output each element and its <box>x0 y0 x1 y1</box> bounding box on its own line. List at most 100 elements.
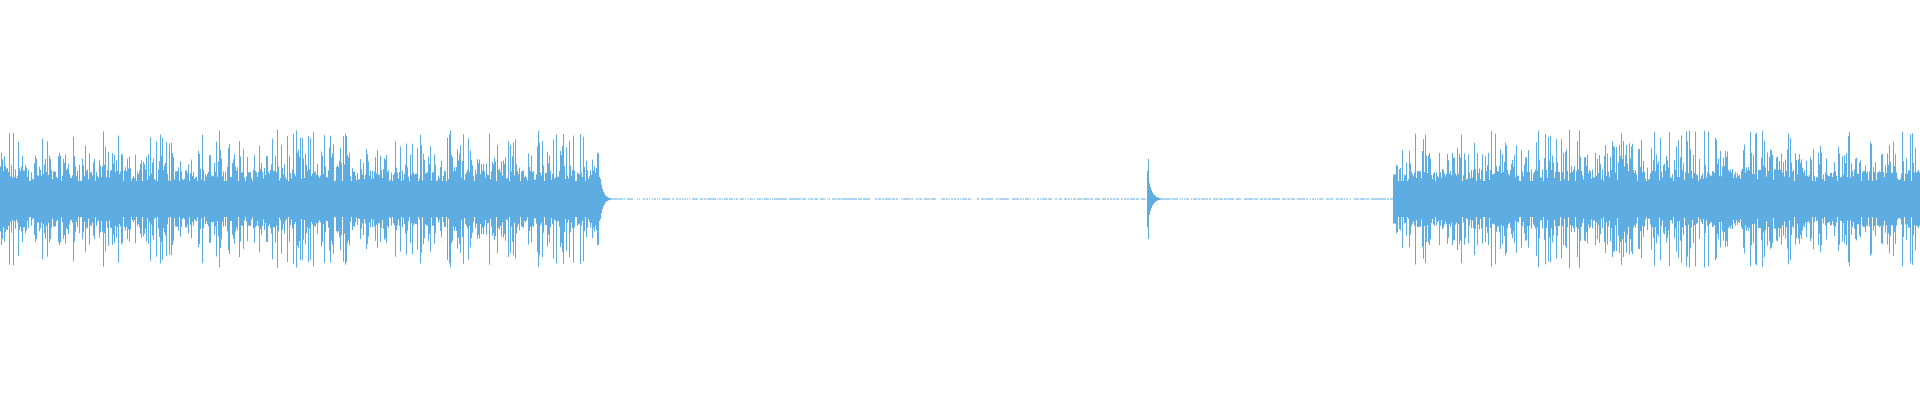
waveform-silence <box>1231 198 1232 200</box>
waveform-click <box>1166 198 1167 200</box>
waveform-silence <box>639 198 640 200</box>
waveform-silence <box>955 198 956 200</box>
waveform-silence <box>1347 198 1348 200</box>
waveform-silence <box>624 198 625 200</box>
waveform-silence <box>1340 198 1341 200</box>
waveform-silence <box>1206 198 1207 200</box>
waveform-decay <box>619 198 620 200</box>
waveform-silence <box>878 198 879 200</box>
waveform-silence <box>1188 198 1189 200</box>
waveform-silence <box>1096 198 1097 200</box>
waveform-silence <box>970 198 971 200</box>
waveform-silence <box>852 198 853 200</box>
waveform-click <box>1158 197 1159 201</box>
waveform-silence <box>808 198 809 200</box>
waveform-silence <box>1341 198 1342 200</box>
waveform-silence <box>928 198 929 200</box>
waveform-silence <box>1113 198 1114 200</box>
waveform-silence <box>627 198 628 200</box>
waveform-silence <box>1157 198 1158 200</box>
waveform-silence <box>687 198 688 200</box>
waveform-silence <box>997 198 998 200</box>
waveform-silence <box>1363 198 1364 200</box>
waveform-silence <box>1194 198 1195 200</box>
waveform-silence <box>1201 198 1202 200</box>
waveform-silence <box>1163 198 1164 200</box>
waveform-silence <box>1300 198 1301 200</box>
waveform-silence <box>1209 198 1210 200</box>
waveform-silence <box>1360 198 1361 200</box>
waveform-silence <box>820 198 821 200</box>
waveform-silence <box>855 198 856 200</box>
waveform-silence <box>777 198 778 200</box>
waveform-silence <box>1077 198 1078 200</box>
waveform-silence <box>1018 198 1019 200</box>
waveform-silence <box>1027 198 1028 200</box>
waveform-silence <box>962 198 963 200</box>
waveform-silence <box>682 198 683 200</box>
waveform-silence <box>679 198 680 200</box>
waveform-silence <box>1374 198 1375 200</box>
waveform-silence <box>743 198 744 200</box>
waveform-silence <box>1066 198 1067 200</box>
waveform-silence <box>1224 198 1225 200</box>
waveform-silence <box>654 198 655 200</box>
waveform-decay <box>617 198 618 200</box>
waveform-silence <box>734 198 735 200</box>
waveform-silence <box>827 198 828 200</box>
waveform-silence <box>916 198 917 200</box>
waveform-silence <box>632 198 633 200</box>
waveform-silence <box>697 198 698 200</box>
waveform-silence <box>713 198 714 200</box>
waveform-silence <box>984 198 985 200</box>
waveform-silence <box>780 198 781 200</box>
waveform-silence <box>1337 198 1338 200</box>
waveform-silence <box>759 198 760 200</box>
waveform-silence <box>609 198 610 200</box>
waveform-silence <box>1346 198 1347 200</box>
waveform-silence <box>1085 198 1086 200</box>
waveform-silence <box>882 198 883 200</box>
waveform-silence <box>1069 198 1070 200</box>
waveform-silence <box>1159 198 1160 200</box>
waveform-silence <box>964 198 965 200</box>
waveform-silence <box>1172 198 1173 200</box>
waveform-silence <box>1358 198 1359 200</box>
waveform-silence <box>781 198 782 200</box>
waveform-silence <box>1264 198 1265 200</box>
waveform-silence <box>737 198 738 200</box>
waveform-silence <box>1362 198 1363 200</box>
waveform-silence <box>903 198 904 200</box>
waveform-silence <box>724 198 725 200</box>
waveform-silence <box>612 198 613 200</box>
waveform-silence <box>816 198 817 200</box>
waveform-silence <box>1317 198 1318 200</box>
waveform-silence <box>901 198 902 200</box>
waveform-silence <box>987 198 988 200</box>
waveform-silence <box>1388 198 1389 200</box>
waveform-silence <box>1134 198 1135 200</box>
waveform-silence <box>1050 198 1051 200</box>
waveform-silence <box>832 198 833 200</box>
waveform-silence <box>785 198 786 200</box>
waveform-silence <box>1380 198 1381 200</box>
waveform-silence <box>1121 198 1122 200</box>
waveform-silence <box>1319 198 1320 200</box>
waveform-silence <box>1006 198 1007 200</box>
waveform-silence <box>876 198 877 200</box>
waveform-silence <box>860 198 861 200</box>
waveform-silence <box>726 198 727 200</box>
waveform-silence <box>1298 198 1299 200</box>
waveform-silence <box>1176 198 1177 200</box>
waveform-silence <box>792 198 793 200</box>
waveform-silence <box>672 198 673 200</box>
waveform-silence <box>1097 198 1098 200</box>
waveform-silence <box>981 198 982 200</box>
waveform-silence <box>992 198 993 200</box>
waveform-silence <box>615 198 616 200</box>
waveform-silence <box>694 198 695 200</box>
waveform-silence <box>736 198 737 200</box>
waveform-silence <box>667 198 668 200</box>
waveform-silence <box>720 198 721 200</box>
